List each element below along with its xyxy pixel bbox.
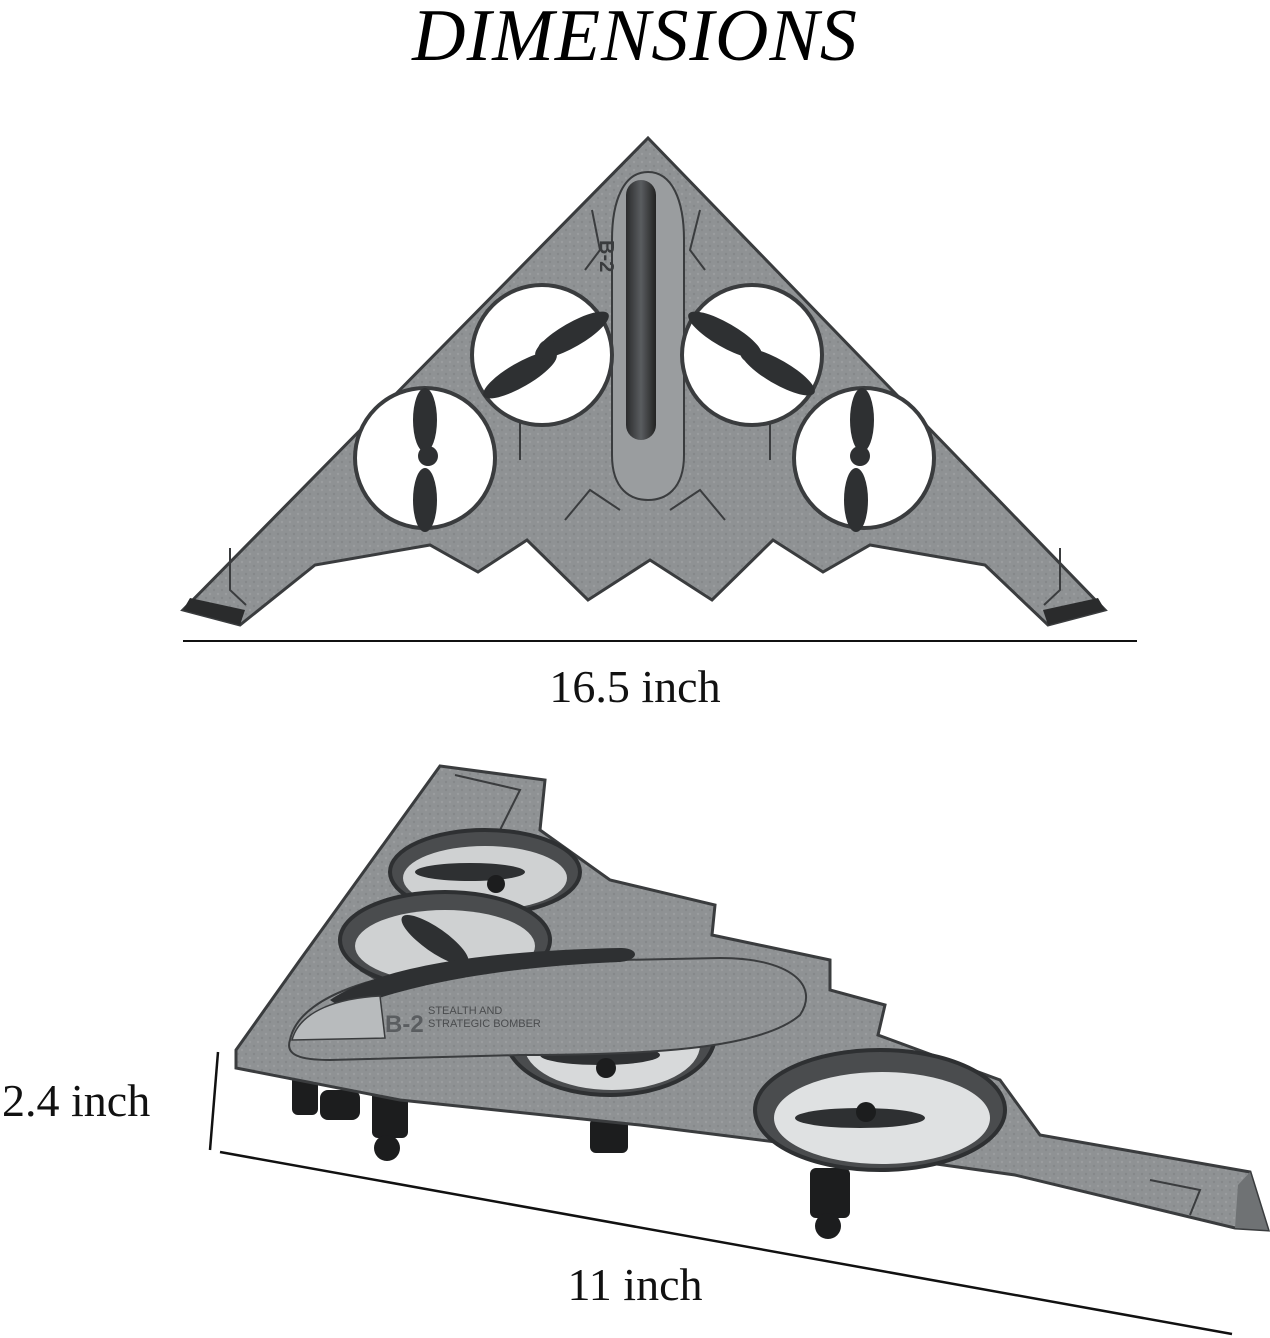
landing-gear xyxy=(292,1075,850,1239)
depth-dimension-line xyxy=(219,1150,1233,1336)
height-dimension-line xyxy=(208,1051,220,1151)
page-title: DIMENSIONS xyxy=(412,0,858,77)
side-marking-line-2: STRATEGIC BOMBER xyxy=(428,1018,541,1030)
top-rotor-rear-left xyxy=(353,386,497,532)
height-dimension-label: 2.4 inch xyxy=(2,1075,151,1126)
perspective-view-drone: B-2 STEALTH AND STRATEGIC BOMBER xyxy=(234,764,1270,1239)
width-dimension-label: 16.5 inch xyxy=(549,661,721,712)
top-rotor-rear-right xyxy=(792,386,936,532)
top-rotor-front-left xyxy=(470,283,614,427)
top-rotor-front-right xyxy=(680,283,824,427)
perspective-rotor-front xyxy=(753,1048,1007,1172)
depth-dimension-label: 11 inch xyxy=(567,1259,703,1310)
top-model-mark: B-2 xyxy=(595,240,617,272)
perspective-side-marking: STEALTH AND STRATEGIC BOMBER xyxy=(428,1005,541,1030)
perspective-model-mark: B-2 xyxy=(385,1011,424,1038)
right-wingtip xyxy=(1043,598,1105,625)
top-view-drone: B-2 xyxy=(180,135,1108,627)
perspective-trailing-edge xyxy=(1235,1172,1268,1230)
side-marking-line-1: STEALTH AND xyxy=(428,1005,502,1017)
perspective-canopy xyxy=(330,948,635,1010)
top-canopy xyxy=(626,180,656,440)
left-wingtip xyxy=(183,598,245,625)
